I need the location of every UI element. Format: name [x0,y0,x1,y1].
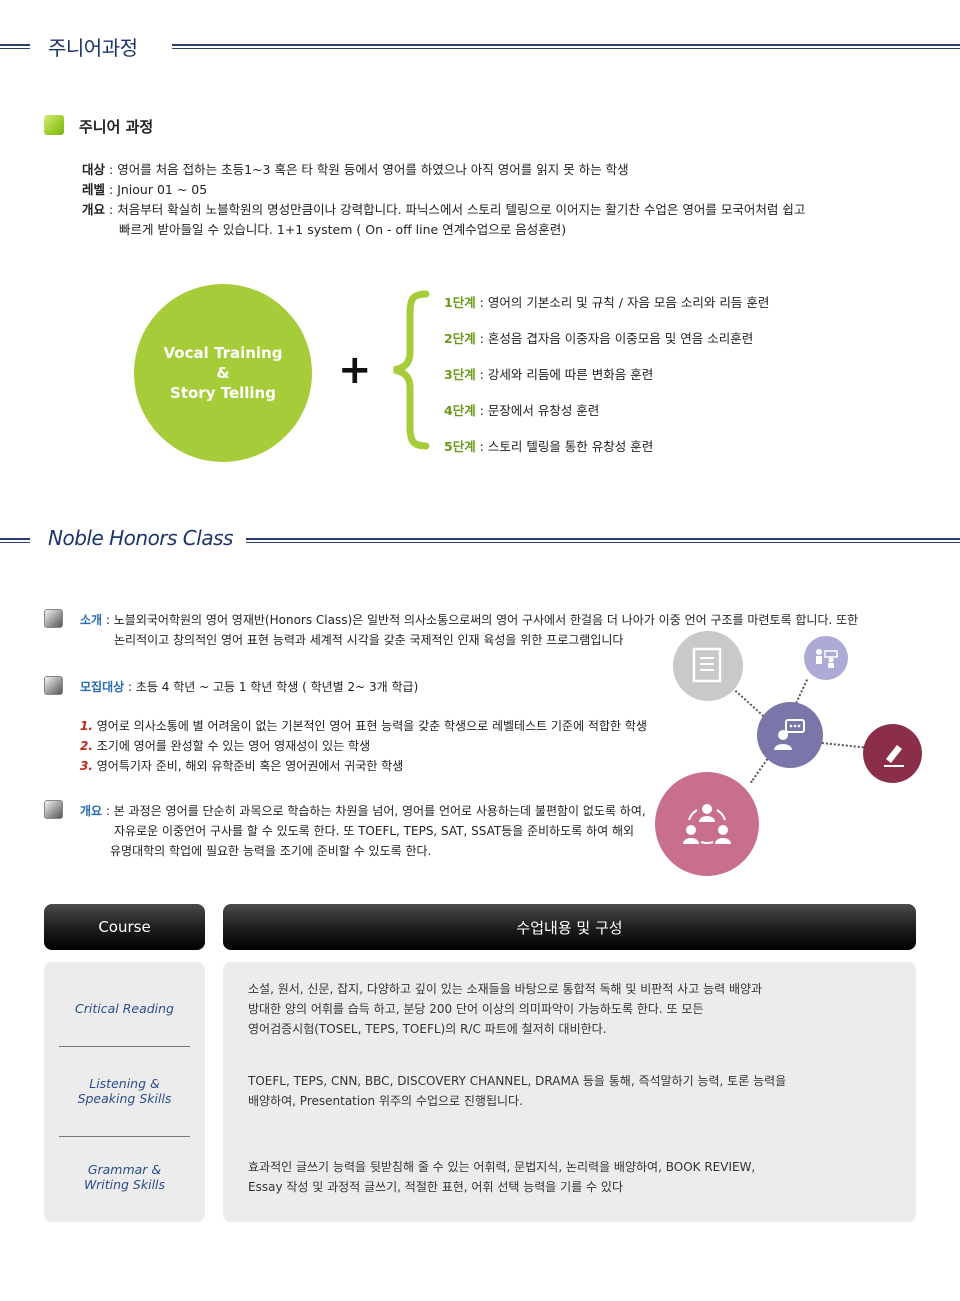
course-listening-speaking: Listening & Speaking Skills [44,1076,205,1106]
header-rule-right [246,538,960,543]
course-line: Writing Skills [83,1177,166,1192]
classroom-icon [804,636,848,680]
course-header: Course [44,904,205,950]
recruit-label: 모집대상 [80,680,125,694]
section-header-honors: Noble Honors Class [0,526,960,556]
course-line: Speaking Skills [77,1091,172,1106]
document-icon [673,631,743,701]
intro-label: 소개 [80,613,103,627]
recruit-line: 모집대상 : 초등 4 학년 ~ 고등 1 학년 학생 ( 학년별 2~ 3개 … [80,678,418,695]
criteria-text: 영어특기자 준비, 해외 유학준비 혹은 영어권에서 귀국한 학생 [92,759,404,773]
course-panel [44,962,205,1222]
step-label: 2단계 [444,331,476,346]
connector-dots [821,742,864,749]
header-rule-right [172,44,960,49]
step-3: 3단계 : 강세와 리듬에 따른 변화음 훈련 [444,364,653,383]
overview-line: 개요 : 처음부터 확실히 노블학원의 명성만큼이나 강력합니다. 파닉스에서 … [82,202,806,217]
desc-line: 효과적인 글쓰기 능력을 뒷받침해 줄 수 있는 어휘력, 문법지식, 논리력을… [248,1160,756,1174]
section-title: 주니어과정 [48,36,138,60]
course-divider [59,1136,190,1137]
desc-line: Essay 작성 및 과정적 글쓰기, 적절한 표현, 어휘 선택 능력을 기를… [248,1180,623,1194]
course-line: Grammar & [87,1162,162,1177]
criteria-item: 1. 영어로 의사소통에 별 어려움이 없는 기본적인 영어 표현 능력을 갖춘… [80,717,647,734]
step-2: 2단계 : 혼성음 겹자음 이중자음 이중모음 및 연음 소리훈련 [444,328,753,347]
honors-overview-line: 개요 : 본 과정은 영어를 단순히 과목으로 학습하는 차원을 넘어, 영어를… [80,802,646,819]
course-grammar-writing: Grammar & Writing Skills [44,1162,205,1192]
bullet-square-icon [44,115,64,135]
intro-text-1: : 노블외국어학원의 영어 영재반(Honors Class)은 일반적 의사소… [102,613,859,627]
criteria-num: 3. [80,759,93,773]
desc-line: 영어검증시험(TOSEL, TEPS, TOEFL)의 R/C 파트에 철저히 … [248,1022,607,1036]
target-text: 영어를 처음 접하는 초등1~3 혹은 타 학원 등에서 영어를 하였으나 아직… [117,162,629,177]
recruit-text: : 초등 4 학년 ~ 고등 1 학년 학생 ( 학년별 2~ 3개 학급) [124,680,419,694]
critical-reading-desc: 소설, 원서, 신문, 잡지, 다양하고 깊이 있는 소재들을 바탕으로 통합적… [248,979,762,1039]
desc-line: TOEFL, TEPS, CNN, BBC, DISCOVERY CHANNEL… [248,1074,787,1088]
step-text: : 문장에서 유창성 훈련 [475,403,600,418]
group-cycle-icon [655,772,759,876]
step-label: 4단계 [444,403,476,418]
desc-line: 방대한 양의 어휘를 습득 하고, 분당 200 단어 이상의 의미파악이 가능… [248,1002,704,1016]
target-label: 대상 [82,162,106,177]
step-label: 1단계 [444,295,476,310]
content-panel [223,962,916,1222]
honors-overview-line-2: 자유로운 이중언어 구사를 할 수 있도록 한다. 또 TOEFL, TEPS,… [114,824,635,838]
content-header: 수업내용 및 구성 [223,904,916,950]
desc-line: 소설, 원서, 신문, 잡지, 다양하고 깊이 있는 소재들을 바탕으로 통합적… [248,982,763,996]
target-line: 대상 : 영어를 처음 접하는 초등1~3 혹은 타 학원 등에서 영어를 하였… [82,162,629,177]
criteria-num: 1. [80,719,93,733]
intro-line-2: 논리적이고 창의적인 영어 표현 능력과 세계적 시각을 갖춘 국제적인 인재 … [114,633,624,647]
honors-overview-line-3: 유명대학의 학업에 필요한 능력을 조기에 준비할 수 있도록 한다. [110,844,432,858]
criteria-num: 2. [80,739,93,753]
circle-line-3: Story Telling [170,384,276,402]
circle-line-1: Vocal Training [163,344,283,362]
course-divider [59,1046,190,1047]
step-text: : 영어의 기본소리 및 규칙 / 자음 모음 소리와 리듬 훈련 [475,295,770,310]
bullet-square-icon [44,609,63,628]
honors-overview-text-1: : 본 과정은 영어를 단순히 과목으로 학습하는 차원을 넘어, 영어를 언어… [102,804,646,818]
step-label: 3단계 [444,367,476,382]
level-label: 레벨 [82,182,106,197]
header-rule-left [0,44,30,49]
vocal-story-circle: Vocal Training & Story Telling [134,284,312,462]
criteria-item: 2. 조기에 영어를 완성할 수 있는 영어 영재성이 있는 학생 [80,737,370,754]
connector-dots [750,755,770,784]
header-rule-left [0,538,30,543]
course-line: Critical Reading [75,1001,174,1016]
criteria-item: 3. 영어특기자 준비, 해외 유학준비 혹은 영어권에서 귀국한 학생 [80,757,403,774]
overview-line-2: 빠르게 받아들일 수 있습니다. 1+1 system ( On - off l… [119,222,567,237]
circle-line-2: & [216,364,230,382]
curly-brace-icon [393,290,430,450]
level-line: 레벨 : Jniour 01 ~ 05 [82,182,208,197]
desc-line: 배양하여, Presentation 위주의 수업으로 진행됩니다. [248,1094,523,1108]
step-5: 5단계 : 스토리 텔링을 통한 유창성 훈련 [444,436,653,455]
listening-speaking-desc: TOEFL, TEPS, CNN, BBC, DISCOVERY CHANNEL… [248,1071,786,1111]
step-text: : 스토리 텔링을 통한 유창성 훈련 [475,439,654,454]
step-4: 4단계 : 문장에서 유창성 훈련 [444,400,599,419]
honors-overview-label: 개요 [80,804,103,818]
criteria-text: 영어로 의사소통에 별 어려움이 없는 기본적인 영어 표현 능력을 갖춘 학생… [92,719,647,733]
intro-line: 소개 : 노블외국어학원의 영어 영재반(Honors Class)은 일반적 … [80,611,858,628]
junior-subtitle: 주니어 과정 [79,118,154,136]
bullet-square-icon [44,676,63,695]
section-header-junior: 주니어과정 [0,32,960,62]
section-title: Noble Honors Class [48,526,233,550]
level-text: Jniour 01 ~ 05 [117,182,208,197]
plus-sign: + [338,347,372,393]
bullet-square-icon [44,800,63,819]
criteria-text: 조기에 영어를 완성할 수 있는 영어 영재성이 있는 학생 [92,739,371,753]
step-text: : 강세와 리듬에 따른 변화음 훈련 [475,367,654,382]
step-label: 5단계 [444,439,476,454]
step-1: 1단계 : 영어의 기본소리 및 규칙 / 자음 모음 소리와 리듬 훈련 [444,292,769,311]
course-line: Listening & [89,1076,160,1091]
overview-text-1: 처음부터 확실히 노블학원의 명성만큼이나 강력합니다. 파닉스에서 스토리 텔… [117,202,806,217]
overview-label: 개요 [82,202,106,217]
step-text: : 혼성음 겹자음 이중자음 이중모음 및 연음 소리훈련 [475,331,754,346]
chat-person-icon [757,702,823,768]
pencil-icon [863,724,922,783]
course-critical-reading: Critical Reading [44,1001,205,1016]
grammar-writing-desc: 효과적인 글쓰기 능력을 뒷받침해 줄 수 있는 어휘력, 문법지식, 논리력을… [248,1157,755,1197]
